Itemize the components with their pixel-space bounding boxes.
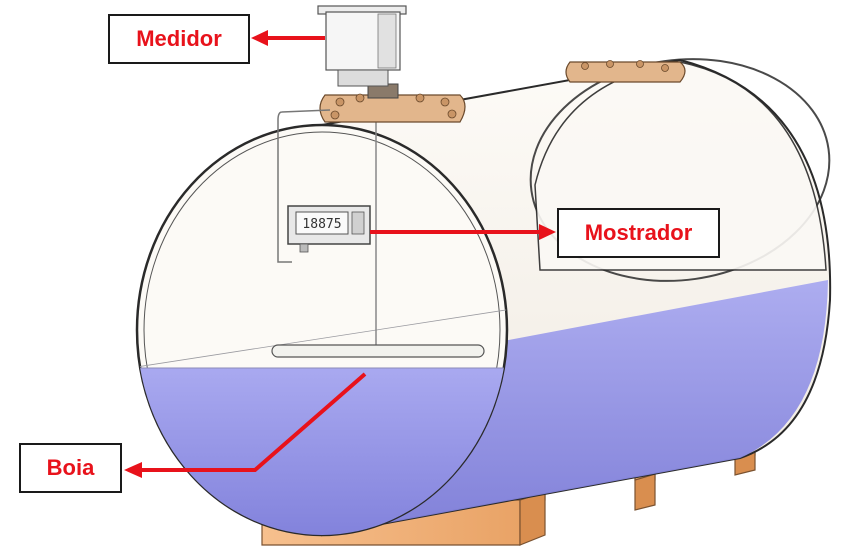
display-reading: 18875 — [302, 217, 341, 232]
signal-cable — [277, 109, 331, 263]
medidor-arrowhead — [251, 30, 268, 46]
top-flanges — [319, 60, 686, 123]
float-assembly — [271, 115, 485, 358]
mostrador-label: Mostrador — [557, 208, 720, 258]
meter-housing — [317, 5, 407, 87]
boia-arrowhead — [124, 462, 142, 478]
mostrador-arrowhead — [539, 224, 556, 240]
boia-label: Boia — [19, 443, 122, 493]
boia-leader — [142, 372, 367, 472]
float — [271, 344, 485, 358]
medidor-label: Medidor — [108, 14, 250, 64]
display-unit: 18875 — [287, 205, 371, 253]
annotation-arrows — [124, 30, 556, 478]
